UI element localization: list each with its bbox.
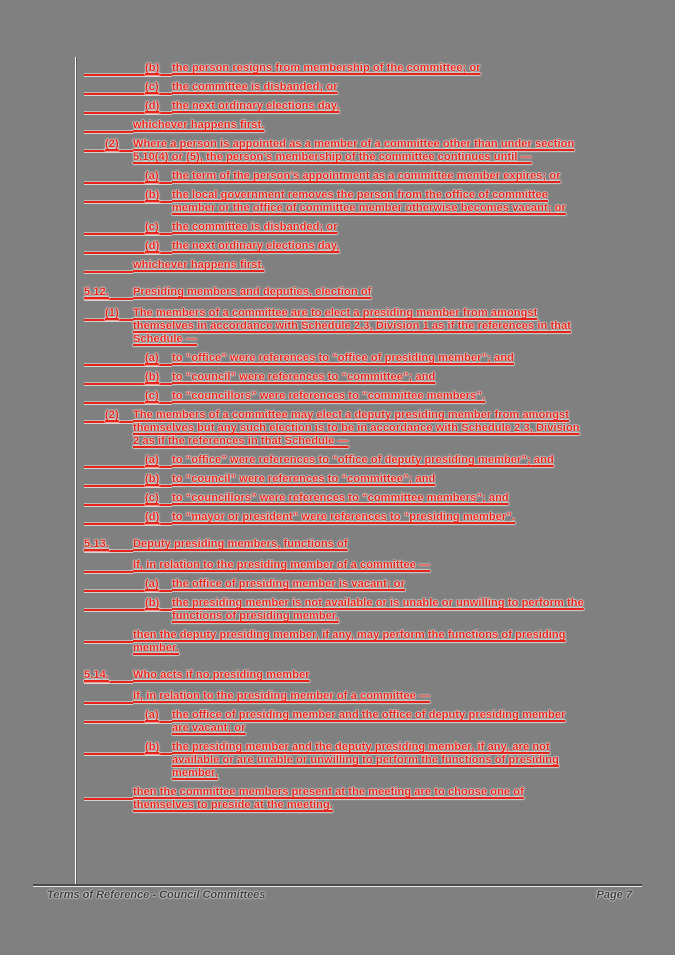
list-item: (c) the committee is disbanded; or [0,81,675,95]
paragraph: If, in relation to the presiding member … [0,559,675,573]
list-item: (2) The members of a committee may elect … [0,409,675,448]
list-item: (b) the presiding member is not available… [0,597,675,623]
list-item: (a) the office of presiding member and th… [0,709,675,735]
paragraph: If, in relation to the presiding member … [0,690,675,704]
list-item: (b) the person resigns from membership of… [0,62,675,76]
footer-rule [33,884,642,886]
list-item: (d) to “mayor or president” were referenc… [0,511,675,525]
block-text: If, in relation to the presiding member … [133,690,431,702]
section-title: Deputy presiding members, functions of [133,538,348,550]
section-number: 5.14. [84,669,109,681]
list-item: (b) to “council” were references to “comm… [0,473,675,487]
list-item: (2) Where a person is appointed as a memb… [0,138,675,164]
block-text: the next ordinary elections day, [172,240,340,252]
footer-page-number: Page 7 [596,889,632,901]
list-marker: (d) [145,240,160,252]
block-text: the committee is disbanded; or [172,221,338,233]
list-marker: (2) [105,138,119,150]
paragraph: then the committee members present at th… [0,786,675,812]
list-marker: (c) [145,81,159,93]
block-text: to “councillors” were references to “com… [172,492,509,504]
list-marker: (b) [145,473,160,485]
list-item: (b) the presiding member and the deputy p… [0,741,675,780]
list-marker: (c) [145,390,159,402]
block-text: the person resigns from membership of th… [172,62,481,74]
block-text: the committee is disbanded; or [172,81,338,93]
block-text: whichever happens first. [133,259,265,271]
list-item: (b) to “council” were references to “comm… [0,371,675,385]
list-marker: (a) [145,170,159,182]
section-heading: 5.12. Presiding members and deputies, ele… [0,286,675,300]
section-title: Who acts if no presiding member [133,669,310,681]
block-text: to “council” were references to “committ… [172,371,436,383]
list-marker: (c) [145,221,159,233]
list-item: (c) to “councillors” were references to “… [0,492,675,506]
list-item: (a) the office of presiding member is vac… [0,578,675,592]
list-marker: (b) [145,597,160,609]
block-text: If, in relation to the presiding member … [133,559,431,571]
list-marker: (b) [145,741,160,753]
block-text: to “office” were references to “office o… [172,454,554,466]
block-text: the next ordinary elections day, [172,100,340,112]
paragraph: whichever happens first. [0,259,675,273]
block-text: to “councillors” were references to “com… [172,390,486,402]
section-heading: 5.14. Who acts if no presiding member [0,669,675,683]
list-item: (a) to “office” were references to “offic… [0,454,675,468]
block-text: the presiding member and the deputy pres… [172,741,559,779]
paragraph: then the deputy presiding member, if any… [0,629,675,655]
section-number: 5.12. [84,286,109,298]
block-text: the office of presiding member is vacant… [172,578,406,590]
list-item: (b) the local government removes the pers… [0,189,675,215]
block-text: whichever happens first. [133,119,265,131]
block-text: to “office” were references to “office o… [172,352,514,364]
section-heading: 5.13. Deputy presiding members, functions… [0,538,675,552]
block-text: then the deputy presiding member, if any… [133,629,566,654]
block-text: the local government removes the person … [172,189,566,214]
list-marker: (1) [105,307,119,319]
revision-change-bar [75,57,77,884]
block-text: then the committee members present at th… [133,786,524,811]
section-title: Presiding members and deputies, election… [133,286,372,298]
list-item: (a) to “office” were references to “offic… [0,352,675,366]
list-marker: (d) [145,511,160,523]
list-marker: (a) [145,454,159,466]
paragraph: whichever happens first. [0,119,675,133]
list-marker: (c) [145,492,159,504]
block-text: the office of presiding member and the o… [172,709,566,734]
list-item: (1) The members of a committee are to ele… [0,307,675,346]
list-marker: (2) [105,409,119,421]
list-item: (d) the next ordinary elections day, [0,240,675,254]
list-marker: (d) [145,100,160,112]
block-text: the presiding member is not available or… [172,597,584,622]
list-marker: (b) [145,62,160,74]
list-marker: (b) [145,189,160,201]
list-item: (c) to “councillors” were references to “… [0,390,675,404]
block-text: the term of the person’s appointment as … [172,170,561,182]
block-text: Where a person is appointed as a member … [133,138,575,163]
list-marker: (b) [145,371,160,383]
block-text: to “council” were references to “committ… [172,473,436,485]
list-marker: (a) [145,352,159,364]
block-text: to “mayor or president” were references … [172,511,516,523]
block-text: The members of a committee may elect a d… [133,409,580,447]
list-marker: (a) [145,709,159,721]
block-text: The members of a committee are to elect … [133,307,572,345]
document-content: (b) the person resigns from membership of… [0,62,675,818]
list-marker: (a) [145,578,159,590]
list-item: (d) the next ordinary elections day, [0,100,675,114]
list-item: (a) the term of the person’s appointment … [0,170,675,184]
footer-document-title: Terms of Reference - Council Committees [47,889,266,901]
section-number: 5.13. [84,538,109,550]
list-item: (c) the committee is disbanded; or [0,221,675,235]
